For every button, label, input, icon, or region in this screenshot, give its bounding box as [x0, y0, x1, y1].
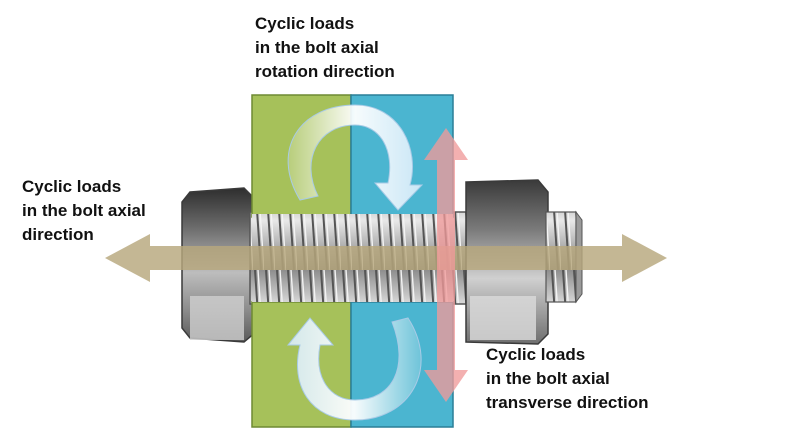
transverse-label-line-3: transverse direction [486, 393, 649, 412]
axial-label-line-2: in the bolt axial [22, 201, 146, 220]
axial-direction-label: Cyclic loads in the bolt axial direction [22, 175, 146, 247]
rotation-label-line-3: rotation direction [255, 62, 395, 81]
axial-direction-arrow [105, 234, 667, 282]
transverse-direction-label: Cyclic loads in the bolt axial transvers… [486, 343, 649, 415]
axial-label-line-3: direction [22, 225, 94, 244]
transverse-direction-arrow [424, 128, 468, 402]
rotation-label-line-2: in the bolt axial [255, 38, 379, 57]
rotation-label-line-1: Cyclic loads [255, 14, 355, 33]
rotation-direction-label: Cyclic loads in the bolt axial rotation … [255, 12, 395, 84]
transverse-label-line-1: Cyclic loads [486, 345, 586, 364]
rotation-arrow-top [287, 104, 424, 211]
transverse-label-line-2: in the bolt axial [486, 369, 610, 388]
rotation-arrow-bottom [286, 317, 422, 421]
axial-label-line-1: Cyclic loads [22, 177, 122, 196]
